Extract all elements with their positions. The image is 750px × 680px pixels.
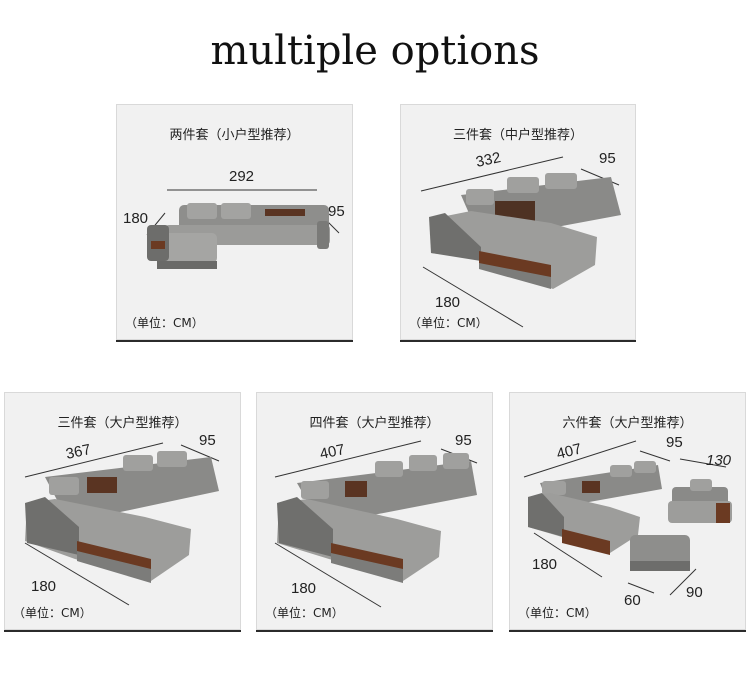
option-card-three-piece-medium[interactable]: 三件套（中户型推荐） 332 95 180 （单位：CM） — [400, 104, 636, 340]
dimension-length: 367 — [64, 441, 92, 463]
unit-label: （单位：CM） — [518, 606, 597, 620]
page-title: multiple options — [210, 28, 540, 74]
dimension-height: 95 — [666, 434, 683, 451]
dimension-depth: 180 — [532, 556, 557, 573]
option-card-six-piece[interactable]: 六件套（大户型推荐） 407 95 130 180 60 90 （单位：CM） — [509, 392, 746, 630]
option-label: 六件套（大户型推荐） — [562, 416, 693, 431]
dimension-height: 95 — [328, 203, 345, 220]
dimension-height: 95 — [199, 432, 216, 449]
dimension-depth: 180 — [435, 294, 460, 311]
sofa-illustration: 407 95 180 — [274, 432, 478, 608]
sofa-illustration: 292 180 95 — [123, 168, 345, 269]
dimension-depth: 180 — [123, 210, 148, 227]
option-label: 四件套（大户型推荐） — [309, 416, 440, 431]
option-label: 三件套（大户型推荐） — [57, 416, 188, 431]
sofa-illustration: 407 95 130 180 60 90 — [523, 434, 732, 609]
dimension-ottoman-width: 60 — [624, 592, 641, 609]
option-card-four-piece[interactable]: 四件套（大户型推荐） 407 95 180 （单位：CM） — [256, 392, 493, 630]
unit-label: （单位：CM） — [125, 316, 204, 330]
dimension-ottoman-depth: 90 — [686, 584, 703, 601]
dimension-depth: 180 — [291, 580, 316, 597]
option-card-three-piece-large[interactable]: 三件套（大户型推荐） 367 95 180 （单位：CM） — [4, 392, 241, 630]
sofa-illustration: 332 95 180 — [420, 149, 621, 328]
unit-label: （单位：CM） — [13, 606, 92, 620]
dimension-depth: 180 — [31, 578, 56, 595]
option-card-two-piece[interactable]: 两件套（小户型推荐） 292 180 95 （单位：CM） — [116, 104, 353, 340]
dimension-height: 95 — [599, 150, 616, 167]
unit-label: （单位：CM） — [265, 606, 344, 620]
sofa-illustration: 367 95 180 — [24, 432, 220, 606]
dimension-length: 407 — [318, 441, 346, 463]
dimension-height: 95 — [455, 432, 472, 449]
unit-label: （单位：CM） — [409, 316, 488, 330]
dimension-length: 292 — [229, 168, 254, 185]
option-label: 三件套（中户型推荐） — [452, 128, 583, 143]
dimension-length: 407 — [555, 440, 583, 463]
dimension-length: 332 — [474, 149, 502, 171]
dimension-armchair: 130 — [706, 452, 732, 469]
option-label: 两件套（小户型推荐） — [169, 128, 300, 143]
